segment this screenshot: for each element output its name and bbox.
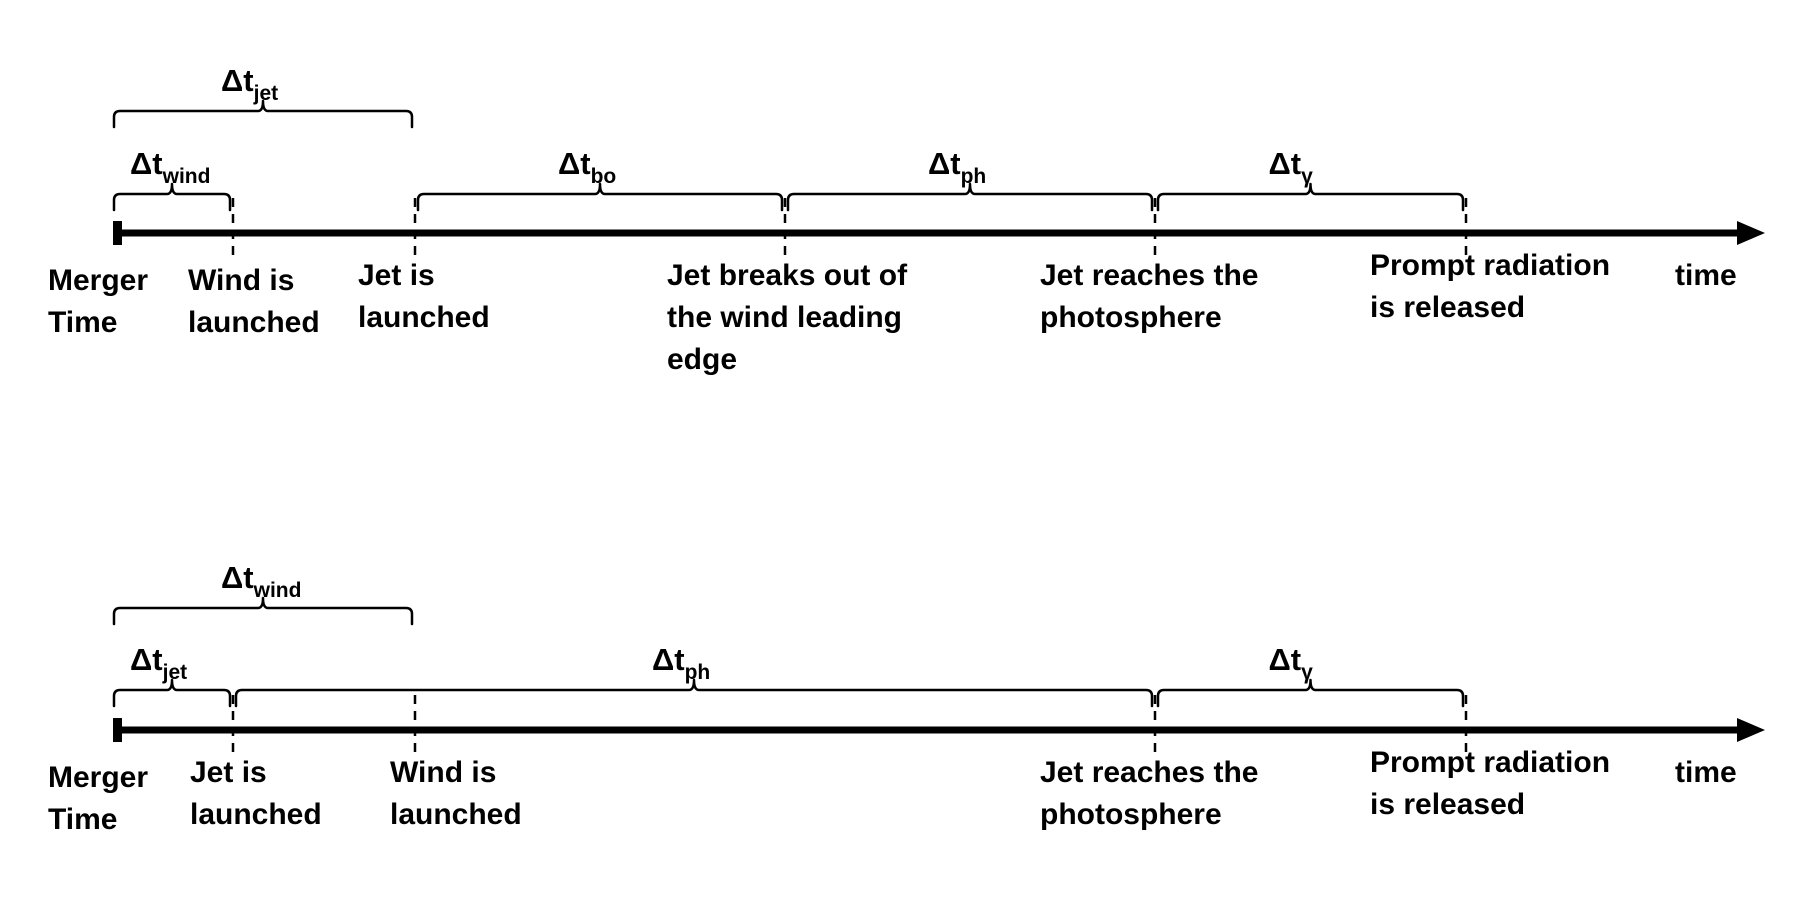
event-label-line: Jet is	[358, 259, 435, 292]
delta-t-symbol: Δt	[130, 642, 163, 677]
event-label-line: launched	[358, 301, 490, 334]
event-label-line: Time	[48, 803, 117, 836]
delta-t-subscript: jet	[253, 82, 279, 105]
event-label-line: Prompt radiation	[1370, 746, 1610, 779]
event-label-photosphere: Jet reaches the photosphere	[1040, 259, 1258, 334]
interval-label-jet: Δtjet	[221, 63, 278, 105]
arrow-right-icon	[1737, 718, 1765, 742]
merger-tick	[113, 718, 122, 742]
event-label-line: is released	[1370, 291, 1525, 324]
interval-brace-jet	[112, 678, 232, 708]
event-label-line: launched	[188, 306, 320, 339]
interval-label-γ: Δtγ	[1269, 642, 1314, 684]
interval-brace-bo	[416, 182, 784, 212]
delta-t-subscript: γ	[1301, 165, 1313, 188]
time-axis-label: time	[1675, 259, 1737, 292]
interval-brace-wind	[112, 182, 232, 212]
event-label-breakout: Jet breaks out of the wind leading edge	[667, 259, 908, 376]
interval-brace-ph	[234, 678, 1154, 708]
delta-t-subscript: bo	[591, 165, 617, 188]
delta-t-subscript: wind	[253, 579, 302, 602]
event-label-line: is released	[1370, 788, 1525, 821]
event-label-line: Jet breaks out of	[667, 259, 908, 292]
event-label-line: Jet reaches the	[1040, 756, 1258, 789]
event-label-line: edge	[667, 343, 737, 376]
interval-brace-γ	[1156, 182, 1465, 212]
event-label-prompt: Prompt radiation is released	[1370, 746, 1610, 821]
event-label-jet: Jet is launched	[358, 259, 490, 334]
interval-label-jet: Δtjet	[130, 642, 187, 684]
event-label-line: Wind is	[390, 756, 496, 789]
delta-t-subscript: ph	[961, 165, 987, 188]
event-label-line: launched	[190, 798, 322, 831]
event-label-line: Merger	[48, 264, 148, 297]
interval-label-wind: Δtwind	[221, 560, 301, 602]
event-label-line: launched	[390, 798, 522, 831]
interval-brace-γ	[1156, 678, 1465, 708]
event-label-jet: Jet is launched	[190, 756, 322, 831]
delta-t-subscript: γ	[1301, 661, 1313, 684]
interval-brace-ph	[786, 182, 1154, 212]
delta-t-symbol: Δt	[221, 560, 254, 595]
event-label-prompt: Prompt radiation is released	[1370, 249, 1610, 324]
delta-t-subscript: jet	[162, 661, 188, 684]
interval-brace-jet	[112, 99, 414, 129]
event-label-line: the wind leading	[667, 301, 902, 334]
interval-label-wind: Δtwind	[130, 146, 210, 188]
delta-t-symbol: Δt	[1269, 146, 1302, 181]
event-label-line: photosphere	[1040, 798, 1222, 831]
event-label-wind: Wind is launched	[188, 264, 320, 339]
delta-t-symbol: Δt	[558, 146, 591, 181]
interval-label-ph: Δtph	[928, 146, 986, 188]
interval-label-ph: Δtph	[652, 642, 710, 684]
merger-tick	[113, 221, 122, 245]
delta-t-symbol: Δt	[652, 642, 685, 677]
event-label-wind: Wind is launched	[390, 756, 522, 831]
delta-t-symbol: Δt	[221, 63, 254, 98]
interval-label-bo: Δtbo	[558, 146, 616, 188]
delta-t-symbol: Δt	[130, 146, 163, 181]
delta-t-subscript: ph	[685, 661, 711, 684]
arrow-right-icon	[1737, 221, 1765, 245]
event-label-line: Wind is	[188, 264, 294, 297]
interval-brace-wind	[112, 596, 414, 626]
time-axis-label: time	[1675, 756, 1737, 789]
event-label-line: Merger	[48, 761, 148, 794]
event-label-line: Time	[48, 306, 117, 339]
delta-t-symbol: Δt	[1269, 642, 1302, 677]
event-label-line: Jet reaches the	[1040, 259, 1258, 292]
event-label-photosphere: Jet reaches the photosphere	[1040, 756, 1258, 831]
delta-t-subscript: wind	[162, 165, 211, 188]
interval-label-γ: Δtγ	[1269, 146, 1314, 188]
event-label-line: photosphere	[1040, 301, 1222, 334]
delta-t-symbol: Δt	[928, 146, 961, 181]
event-label-line: Jet is	[190, 756, 267, 789]
event-label-line: Prompt radiation	[1370, 249, 1610, 282]
